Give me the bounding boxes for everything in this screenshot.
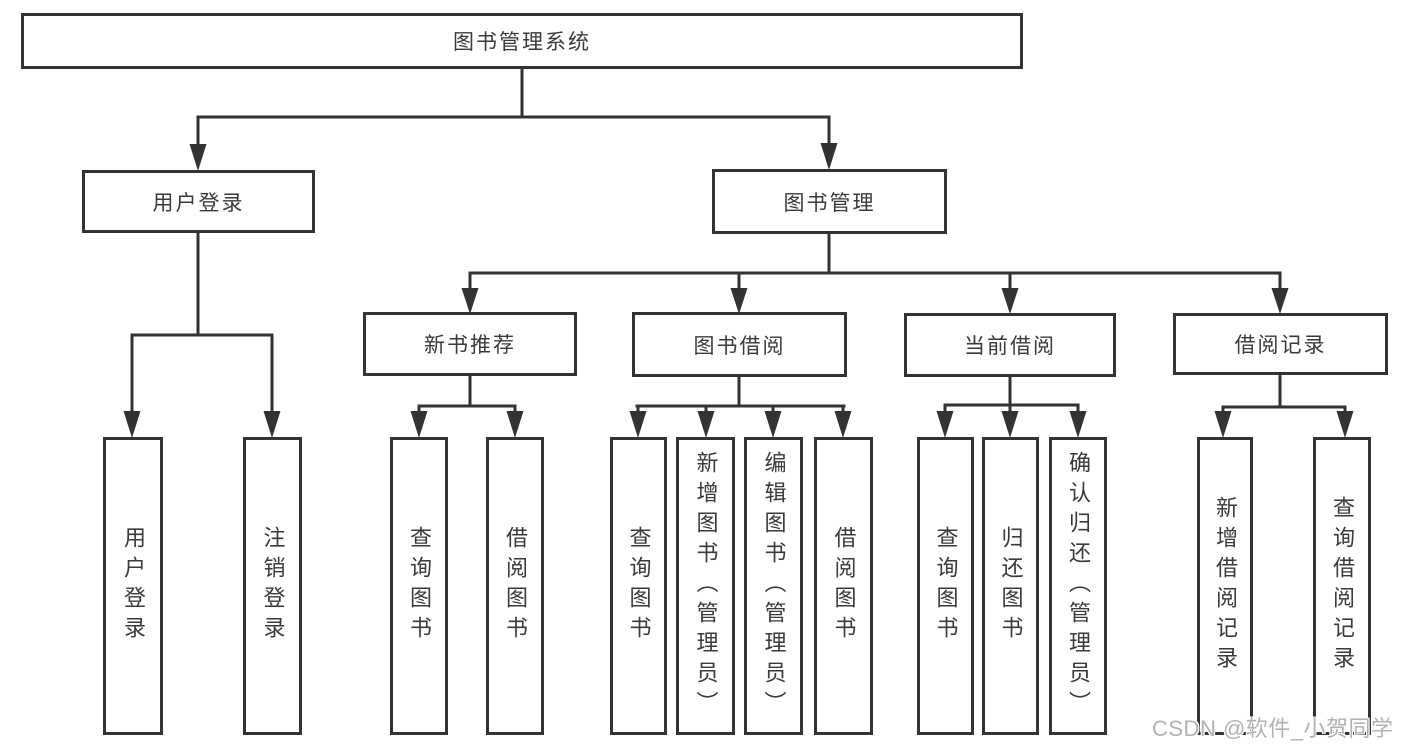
leaf-user-login: 用户登录 <box>103 437 163 735</box>
node-label: 用户登录 <box>121 526 146 646</box>
leaf-logout-login: 注销登录 <box>243 437 302 735</box>
connector-user-login-children <box>123 231 281 438</box>
leaf-query-books-borrow: 查询图书 <box>610 437 667 735</box>
node-book-management: 图书管理 <box>712 169 947 234</box>
leaf-query-books-current: 查询图书 <box>917 437 974 735</box>
leaf-return-book: 归还图书 <box>982 437 1039 735</box>
node-label: 注销登录 <box>260 526 286 646</box>
node-label: 新增图书（管理员） <box>693 451 719 721</box>
leaf-borrow-books-recommend: 借阅图书 <box>486 437 544 735</box>
node-label: 编辑图书（管理员） <box>761 451 787 721</box>
connector-book-management-children <box>461 232 1289 314</box>
node-label: 查询借阅记录 <box>1330 496 1355 676</box>
node-library-management-system: 图书管理系统 <box>21 13 1023 69</box>
node-book-borrow: 图书借阅 <box>632 312 847 377</box>
leaf-confirm-return-admin: 确认归还（管理员） <box>1049 437 1107 735</box>
node-label: 借阅图书 <box>831 526 857 646</box>
node-label: 图书管理系统 <box>453 31 591 54</box>
node-user-login: 用户登录 <box>82 170 315 233</box>
node-label: 查询图书 <box>933 526 959 646</box>
node-label: 借阅图书 <box>503 526 528 646</box>
node-new-book-recommend: 新书推荐 <box>363 312 577 376</box>
leaf-add-borrow-record: 新增借阅记录 <box>1197 437 1253 735</box>
node-label: 图书借阅 <box>693 334 786 358</box>
node-label: 图书管理 <box>783 191 876 215</box>
node-label: 查询图书 <box>407 526 432 646</box>
leaf-query-borrow-record: 查询借阅记录 <box>1313 437 1371 735</box>
node-label: 当前借阅 <box>964 335 1056 358</box>
leaf-borrow-books: 借阅图书 <box>814 437 873 735</box>
connector-borrow-records-children <box>1214 373 1354 438</box>
node-borrow-records: 借阅记录 <box>1173 313 1388 375</box>
node-label: 新书推荐 <box>424 334 516 357</box>
connector-book-borrow-children <box>629 375 852 438</box>
node-label: 新增借阅记录 <box>1213 496 1238 676</box>
leaf-add-book-admin: 新增图书（管理员） <box>676 437 735 735</box>
node-label: 用户登录 <box>152 191 245 215</box>
node-label: 借阅记录 <box>1234 334 1327 357</box>
connector-root-to-level2 <box>189 67 838 171</box>
node-current-borrow: 当前借阅 <box>904 313 1116 377</box>
leaf-query-books-recommend: 查询图书 <box>390 437 448 735</box>
csdn-watermark: CSDN @软件_小贺同学 <box>1152 716 1394 741</box>
node-label: 查询图书 <box>626 526 652 646</box>
connector-current-borrow-children <box>936 375 1087 438</box>
connector-new-book-recommend-children <box>410 374 524 438</box>
leaf-edit-book-admin: 编辑图书（管理员） <box>744 437 803 735</box>
node-label: 归还图书 <box>998 526 1024 646</box>
node-label: 确认归还（管理员） <box>1066 451 1091 721</box>
